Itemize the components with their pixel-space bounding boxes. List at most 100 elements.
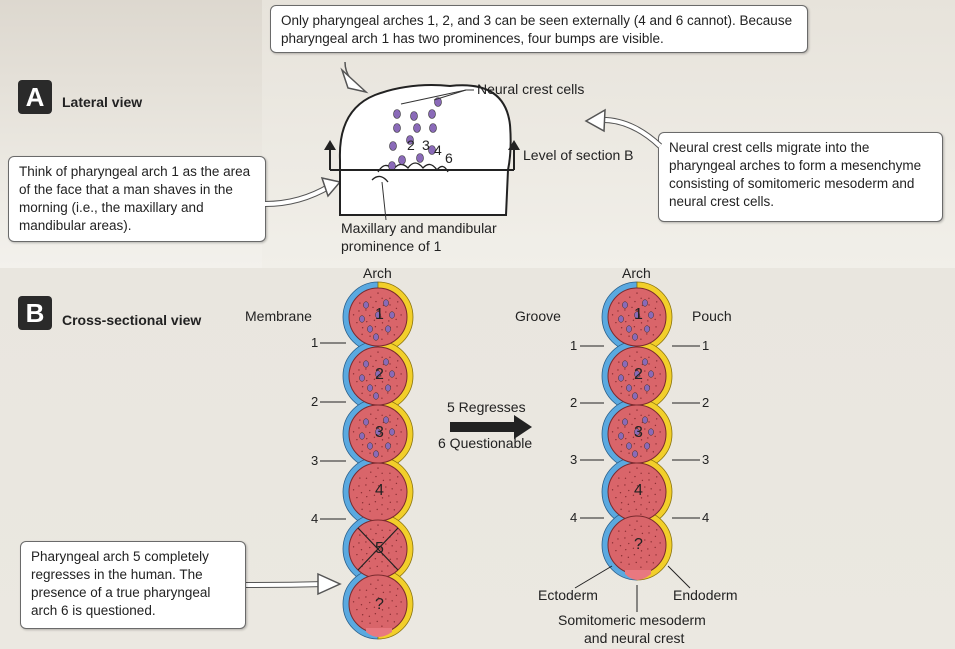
left-arch-number-1: 1 [375,306,384,323]
panel-a-badge: A [18,80,52,114]
right-neural-crest-cell [648,311,654,319]
right-neural-crest-cell [632,333,638,341]
panel-b-title: Cross-sectional view [62,312,202,328]
left-neural-crest-cell [389,428,395,436]
right-bottom-cap [625,570,651,580]
right-neural-crest-cell [632,392,638,400]
regress-label-1: 5 Regresses [447,399,526,415]
right-groove-marker-4: 4 [570,510,578,525]
left-neural-crest-cell [373,392,379,400]
endoderm-label: Endoderm [673,587,738,603]
left-neural-crest-cell [363,360,369,368]
panel-a-title: Lateral view [62,94,143,110]
left-neural-crest-cell [389,311,395,319]
left-arch-column [320,281,414,640]
mesoderm-label-2: and neural crest [584,630,685,646]
arch-number-6: 6 [445,150,453,166]
left-marker-3: 3 [311,453,319,468]
right-arch-number-2: 2 [634,366,643,383]
right-neural-crest-cell [618,315,624,323]
right-neural-crest-cell [618,432,624,440]
right-neural-crest-cell [634,311,640,319]
callout-bottom: Pharyngeal arch 5 completely regresses i… [20,541,246,629]
neural-crest-label: Neural crest cells [477,81,585,97]
callout-right: Neural crest cells migrate into the phar… [658,132,943,222]
right-neural-crest-cell [642,358,648,366]
right-groove-marker-3: 3 [570,452,578,467]
ectoderm-leader [574,565,613,589]
left-neural-crest-cell [385,325,391,333]
left-neural-crest-cell [367,442,373,450]
right-pouch-marker-2: 2 [702,395,710,410]
left-neural-crest-cell [385,442,391,450]
right-neural-crest-cell [644,442,650,450]
regress-label-2: 6 Questionable [438,435,533,451]
left-neural-crest-cell [385,384,391,392]
right-neural-crest-cell [626,325,632,333]
membrane-label: Membrane [245,308,312,324]
left-neural-crest-cell [383,358,389,366]
left-neural-crest-cell [373,333,379,341]
regress-cross-b [357,527,399,571]
right-neural-crest-cell [626,384,632,392]
arch-number-4: 4 [434,142,442,158]
left-neural-crest-cell [375,370,381,378]
right-groove-marker-1: 1 [570,338,578,353]
left-arch-label: Arch [363,265,392,281]
callout-left: Think of pharyngeal arch 1 as the area o… [8,156,266,242]
neural-crest-cells-lateral [388,97,442,171]
left-arch-number-4: 4 [375,482,384,499]
left-marker-1: 1 [311,335,319,350]
prominence-label-1: Maxillary and mandibular [341,220,497,236]
left-arch-number-3: 3 [375,424,384,441]
left-bottom-cap [366,628,392,637]
left-marker-2: 2 [311,394,319,409]
left-neural-crest-cell [363,418,369,426]
right-neural-crest-cell [632,450,638,458]
left-neural-crest-cell [389,370,395,378]
right-pouch-marker-4: 4 [702,510,710,525]
right-arch-number-4: 4 [634,482,643,499]
right-arch-number-5: ? [634,536,643,553]
left-neural-crest-cell [359,315,365,323]
right-neural-crest-cell [644,384,650,392]
right-arch-label: Arch [622,265,651,281]
right-neural-crest-cell [642,299,648,307]
left-neural-crest-cell [359,374,365,382]
mesoderm-label-1: Somitomeric mesoderm [558,612,706,628]
left-neural-crest-cell [367,384,373,392]
callout-top-arrowhead [340,67,369,94]
right-neural-crest-cell [622,360,628,368]
right-pouch-marker-3: 3 [702,452,710,467]
left-neural-crest-cell [383,299,389,307]
left-neural-crest-cell [383,416,389,424]
right-neural-crest-cell [634,370,640,378]
right-neural-crest-cell [622,301,628,309]
right-neural-crest-cell [634,428,640,436]
right-groove-marker-2: 2 [570,395,578,410]
pouch-label: Pouch [692,308,732,324]
right-arch-number-3: 3 [634,424,643,441]
right-neural-crest-cell [642,416,648,424]
right-neural-crest-cell [644,325,650,333]
left-neural-crest-cell [375,311,381,319]
left-neural-crest-cell [373,450,379,458]
right-neural-crest-cell [618,374,624,382]
left-neural-crest-cell [359,432,365,440]
arch-number-3: 3 [422,137,430,153]
callout-top: Only pharyngeal arches 1, 2, and 3 can b… [270,5,808,53]
ectoderm-label: Ectoderm [538,587,598,603]
panel-b-badge: B [18,296,52,330]
right-pouch-marker-1: 1 [702,338,710,353]
groove-label: Groove [515,308,561,324]
left-neural-crest-cell [375,428,381,436]
right-neural-crest-cell [648,428,654,436]
embryo-lateral [338,84,512,216]
left-neural-crest-cell [367,325,373,333]
right-neural-crest-cell [626,442,632,450]
left-arch-number-5: 5 [375,540,384,557]
arch-number-2: 2 [407,137,415,153]
right-neural-crest-cell [622,418,628,426]
right-neural-crest-cell [648,370,654,378]
